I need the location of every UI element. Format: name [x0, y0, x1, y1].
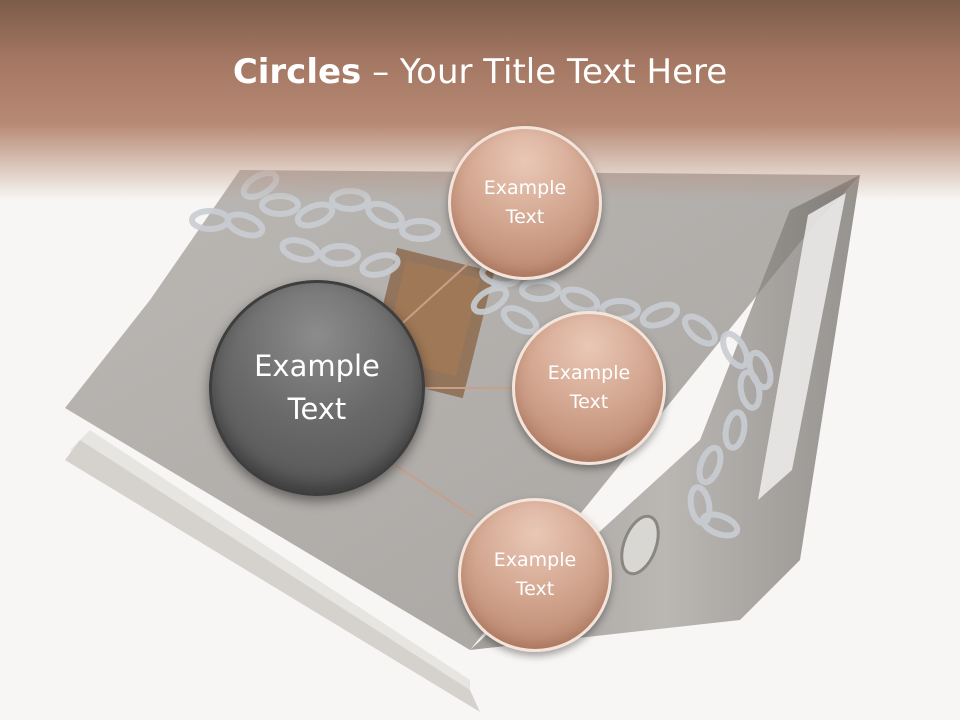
circle-2-text: Example Text [547, 361, 631, 413]
main-circle-text: Example Text [254, 348, 380, 427]
circle-1-text: Example Text [483, 176, 567, 228]
title-bold: Circles [232, 52, 362, 92]
circle-3[interactable]: Example Text [458, 498, 612, 652]
connector-1 [394, 261, 471, 331]
circle-1[interactable]: Example Text [448, 126, 602, 280]
slide-title[interactable]: Circles – Your Title Text Here [0, 52, 960, 92]
circle-2[interactable]: Example Text [512, 311, 666, 465]
title-rest: – Your Title Text Here [361, 52, 728, 92]
circle-3-text: Example Text [493, 548, 577, 600]
main-circle[interactable]: Example Text [209, 280, 425, 496]
connector-3 [394, 464, 476, 519]
